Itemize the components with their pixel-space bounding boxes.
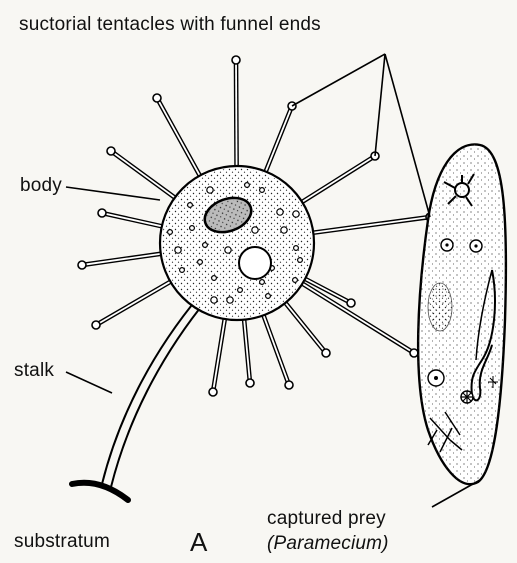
granule bbox=[198, 260, 203, 265]
granule bbox=[260, 188, 265, 193]
tentacle bbox=[306, 213, 434, 234]
tentacle-funnel-end bbox=[107, 147, 115, 155]
label-figure-letter: A bbox=[190, 527, 208, 558]
tentacle bbox=[299, 276, 355, 307]
granule bbox=[212, 276, 217, 281]
tentacle bbox=[263, 102, 296, 178]
label-prey: captured prey bbox=[267, 508, 386, 530]
label-body: body bbox=[20, 175, 62, 197]
granule bbox=[175, 247, 181, 253]
tentacle bbox=[98, 209, 169, 228]
substratum-line bbox=[72, 483, 128, 500]
label-substratum: substratum bbox=[14, 531, 110, 553]
tentacle-funnel-end bbox=[98, 209, 106, 217]
granule bbox=[252, 227, 258, 233]
tentacle-funnel-end bbox=[92, 321, 100, 329]
granule bbox=[245, 183, 250, 188]
tentacle-funnel-end bbox=[246, 379, 254, 387]
granule bbox=[225, 247, 231, 253]
tentacle-funnel-end bbox=[232, 56, 240, 64]
granule bbox=[207, 187, 213, 193]
granule bbox=[188, 203, 193, 208]
granule bbox=[266, 294, 271, 299]
tentacle bbox=[232, 56, 240, 173]
granule bbox=[294, 246, 299, 251]
tentacle bbox=[296, 152, 379, 206]
label-stalk: stalk bbox=[14, 360, 54, 382]
tentacle-funnel-end bbox=[209, 388, 217, 396]
granule bbox=[168, 230, 173, 235]
tentacle bbox=[78, 253, 168, 269]
granule bbox=[180, 268, 185, 273]
granule bbox=[293, 211, 299, 217]
granule bbox=[238, 288, 243, 293]
tentacle bbox=[92, 278, 176, 329]
label-tentacles: suctorial tentacles with funnel ends bbox=[19, 14, 321, 36]
granule bbox=[260, 280, 265, 285]
tentacle-funnel-end bbox=[347, 299, 355, 307]
granule bbox=[281, 227, 287, 233]
tentacle-funnel-end bbox=[322, 349, 330, 357]
tentacle bbox=[153, 94, 203, 182]
label-prey-name: (Paramecium) bbox=[267, 533, 389, 555]
paramecium bbox=[418, 144, 506, 484]
tentacle-funnel-end bbox=[285, 381, 293, 389]
granule bbox=[277, 209, 283, 215]
tentacle-funnel-end bbox=[153, 94, 161, 102]
tentacle bbox=[261, 309, 293, 389]
tentacle bbox=[243, 313, 254, 387]
stalk bbox=[102, 295, 208, 487]
tentacle-funnel-end bbox=[410, 349, 418, 357]
contractile-vacuole bbox=[239, 247, 271, 279]
tentacle bbox=[281, 297, 330, 357]
granule bbox=[227, 297, 233, 303]
tentacle-funnel-end bbox=[78, 261, 86, 269]
tentacle bbox=[296, 280, 418, 357]
granule bbox=[298, 258, 303, 263]
granule bbox=[190, 226, 195, 231]
granule bbox=[211, 297, 217, 303]
granule bbox=[203, 243, 208, 248]
granule bbox=[293, 278, 298, 283]
tentacle bbox=[209, 312, 226, 396]
